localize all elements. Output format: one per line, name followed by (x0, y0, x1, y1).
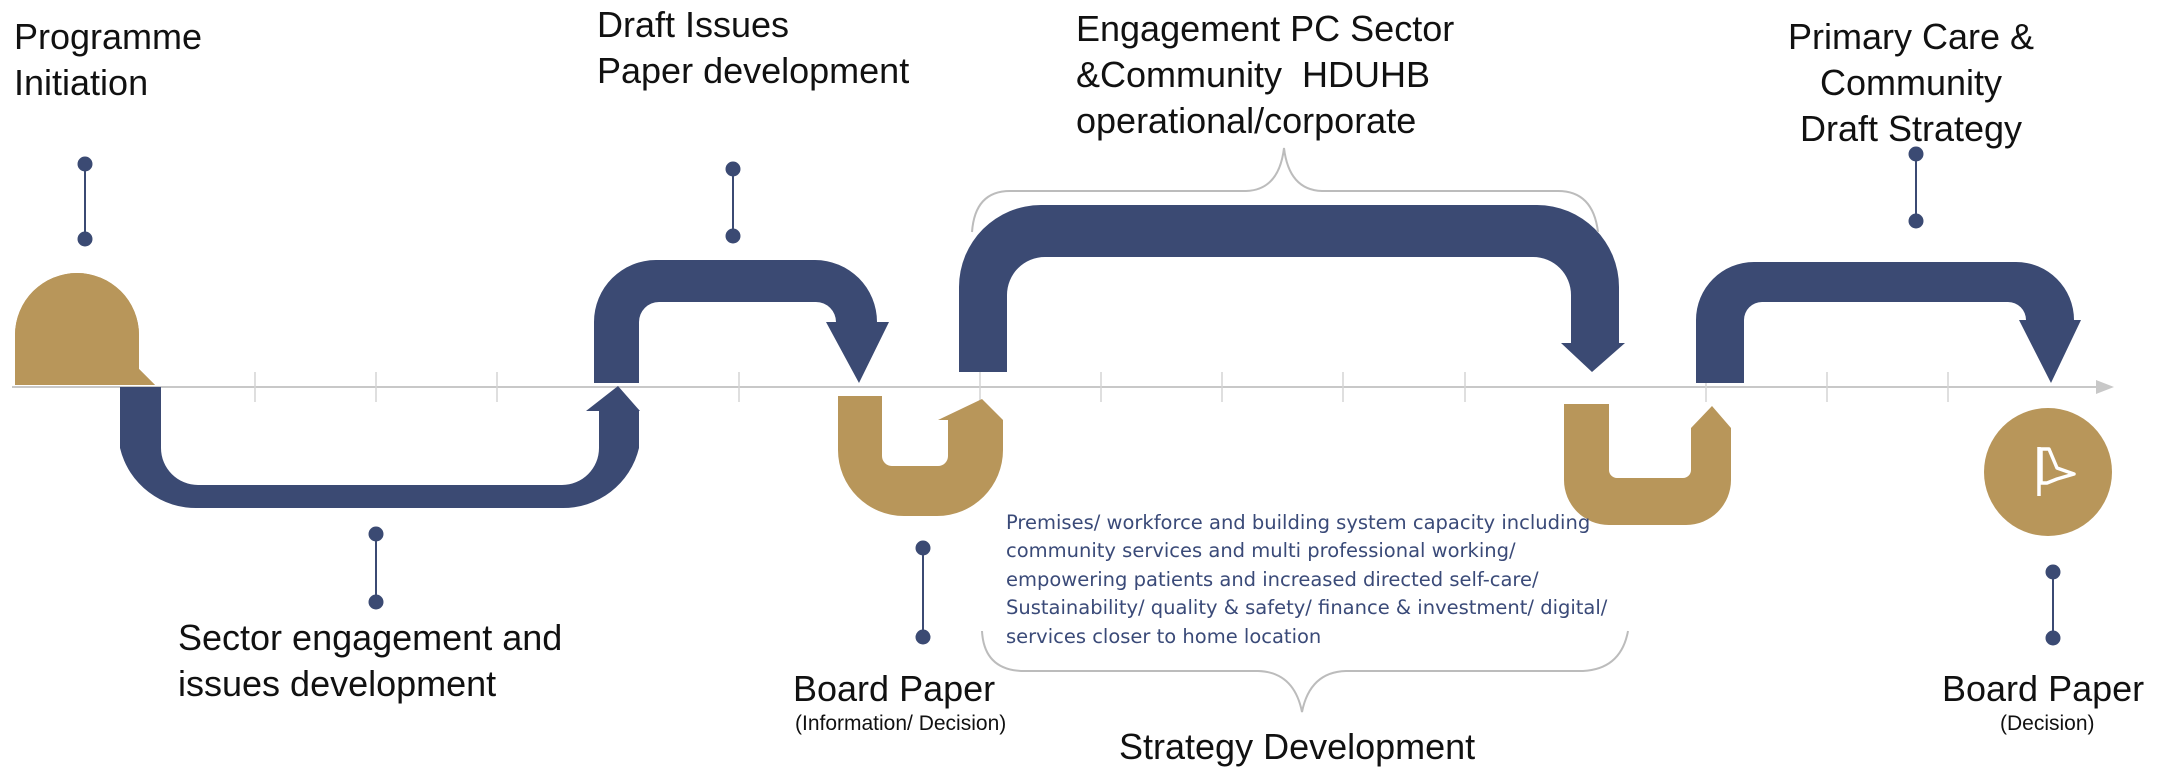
strategy-note-line: Sustainability/ quality & safety/ financ… (1006, 596, 1608, 619)
board-paper-1-label: Board Paper (793, 668, 996, 709)
strategy-note-line: community services and multi professiona… (1006, 539, 1516, 562)
sector-engagement-label: Sector engagement and issues development (178, 617, 563, 704)
programme-initiation-label: Programme Initiation (14, 16, 203, 103)
sector-engagement-arrow (120, 386, 640, 509)
board-paper-2-label: Board Paper (1942, 668, 2145, 709)
board-paper-2-sub: (Decision) (2000, 712, 2095, 735)
strategy-note-line: services closer to home location (1006, 625, 1322, 648)
strategy-note-line: Premises/ workforce and building system … (1006, 511, 1591, 534)
draft-strategy-arrow (1696, 262, 2081, 383)
board-paper-u-1 (838, 396, 1003, 516)
strategy-development-label: Strategy Development (1119, 726, 1476, 767)
board-paper-1-sub: (Information/ Decision) (795, 712, 1007, 735)
timeline-axis (12, 372, 2114, 402)
strategy-u (1564, 404, 1731, 525)
engagement-arrow (959, 205, 1625, 372)
draft-issues-arrow (594, 260, 889, 383)
draft-issues-label: Draft Issues Paper development (597, 4, 910, 91)
primary-care-label: Primary Care & Community Draft Strategy (1788, 16, 2035, 149)
engagement-brace (971, 147, 1599, 233)
flag-icon (2037, 447, 2076, 496)
strategy-note-line: empowering patients and increased direct… (1006, 568, 1539, 591)
connector-pins (77, 146, 2061, 646)
engagement-label: Engagement PC Sector &Community HDUHB op… (1076, 8, 1455, 141)
end-marker (1984, 408, 2112, 536)
strategy-brace (981, 630, 1629, 713)
